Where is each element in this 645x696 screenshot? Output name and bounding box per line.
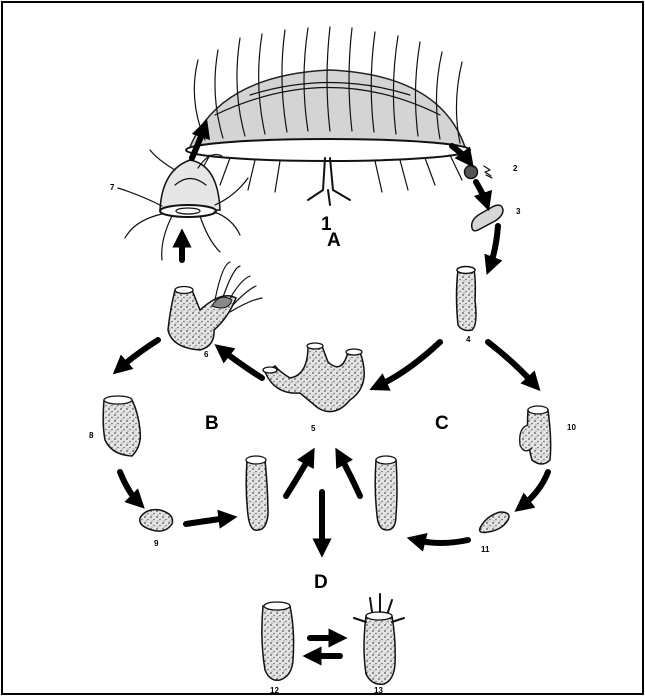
label-stage-12: 12 <box>270 686 279 695</box>
stage-4-polyp <box>457 267 477 331</box>
label-stage-5: 5 <box>311 424 316 433</box>
stage-8-mouth <box>104 396 132 404</box>
stage-12-polyp <box>262 602 294 680</box>
label-stage-10: 10 <box>567 423 576 432</box>
label-cycle-b: B <box>205 413 219 434</box>
stage-new-polyp-b <box>246 456 268 530</box>
label-cycle-c: C <box>435 413 449 434</box>
label-stage-3: 3 <box>516 207 521 216</box>
label-stage-2: 2 <box>513 164 518 173</box>
label-stage-9: 9 <box>154 539 159 548</box>
stage-new-polyp-c <box>375 456 397 530</box>
label-stage-7: 7 <box>110 183 115 192</box>
label-stage-4: 4 <box>466 335 471 344</box>
label-stage-11: 11 <box>481 545 490 554</box>
label-stage-13: 13 <box>374 686 383 695</box>
label-stage-6: 6 <box>204 350 209 359</box>
arrow-11-to-polyp <box>416 540 468 543</box>
label-cycle-a: A <box>327 230 341 251</box>
label-cycle-d: D <box>314 572 328 593</box>
label-stage-8: 8 <box>89 431 94 440</box>
